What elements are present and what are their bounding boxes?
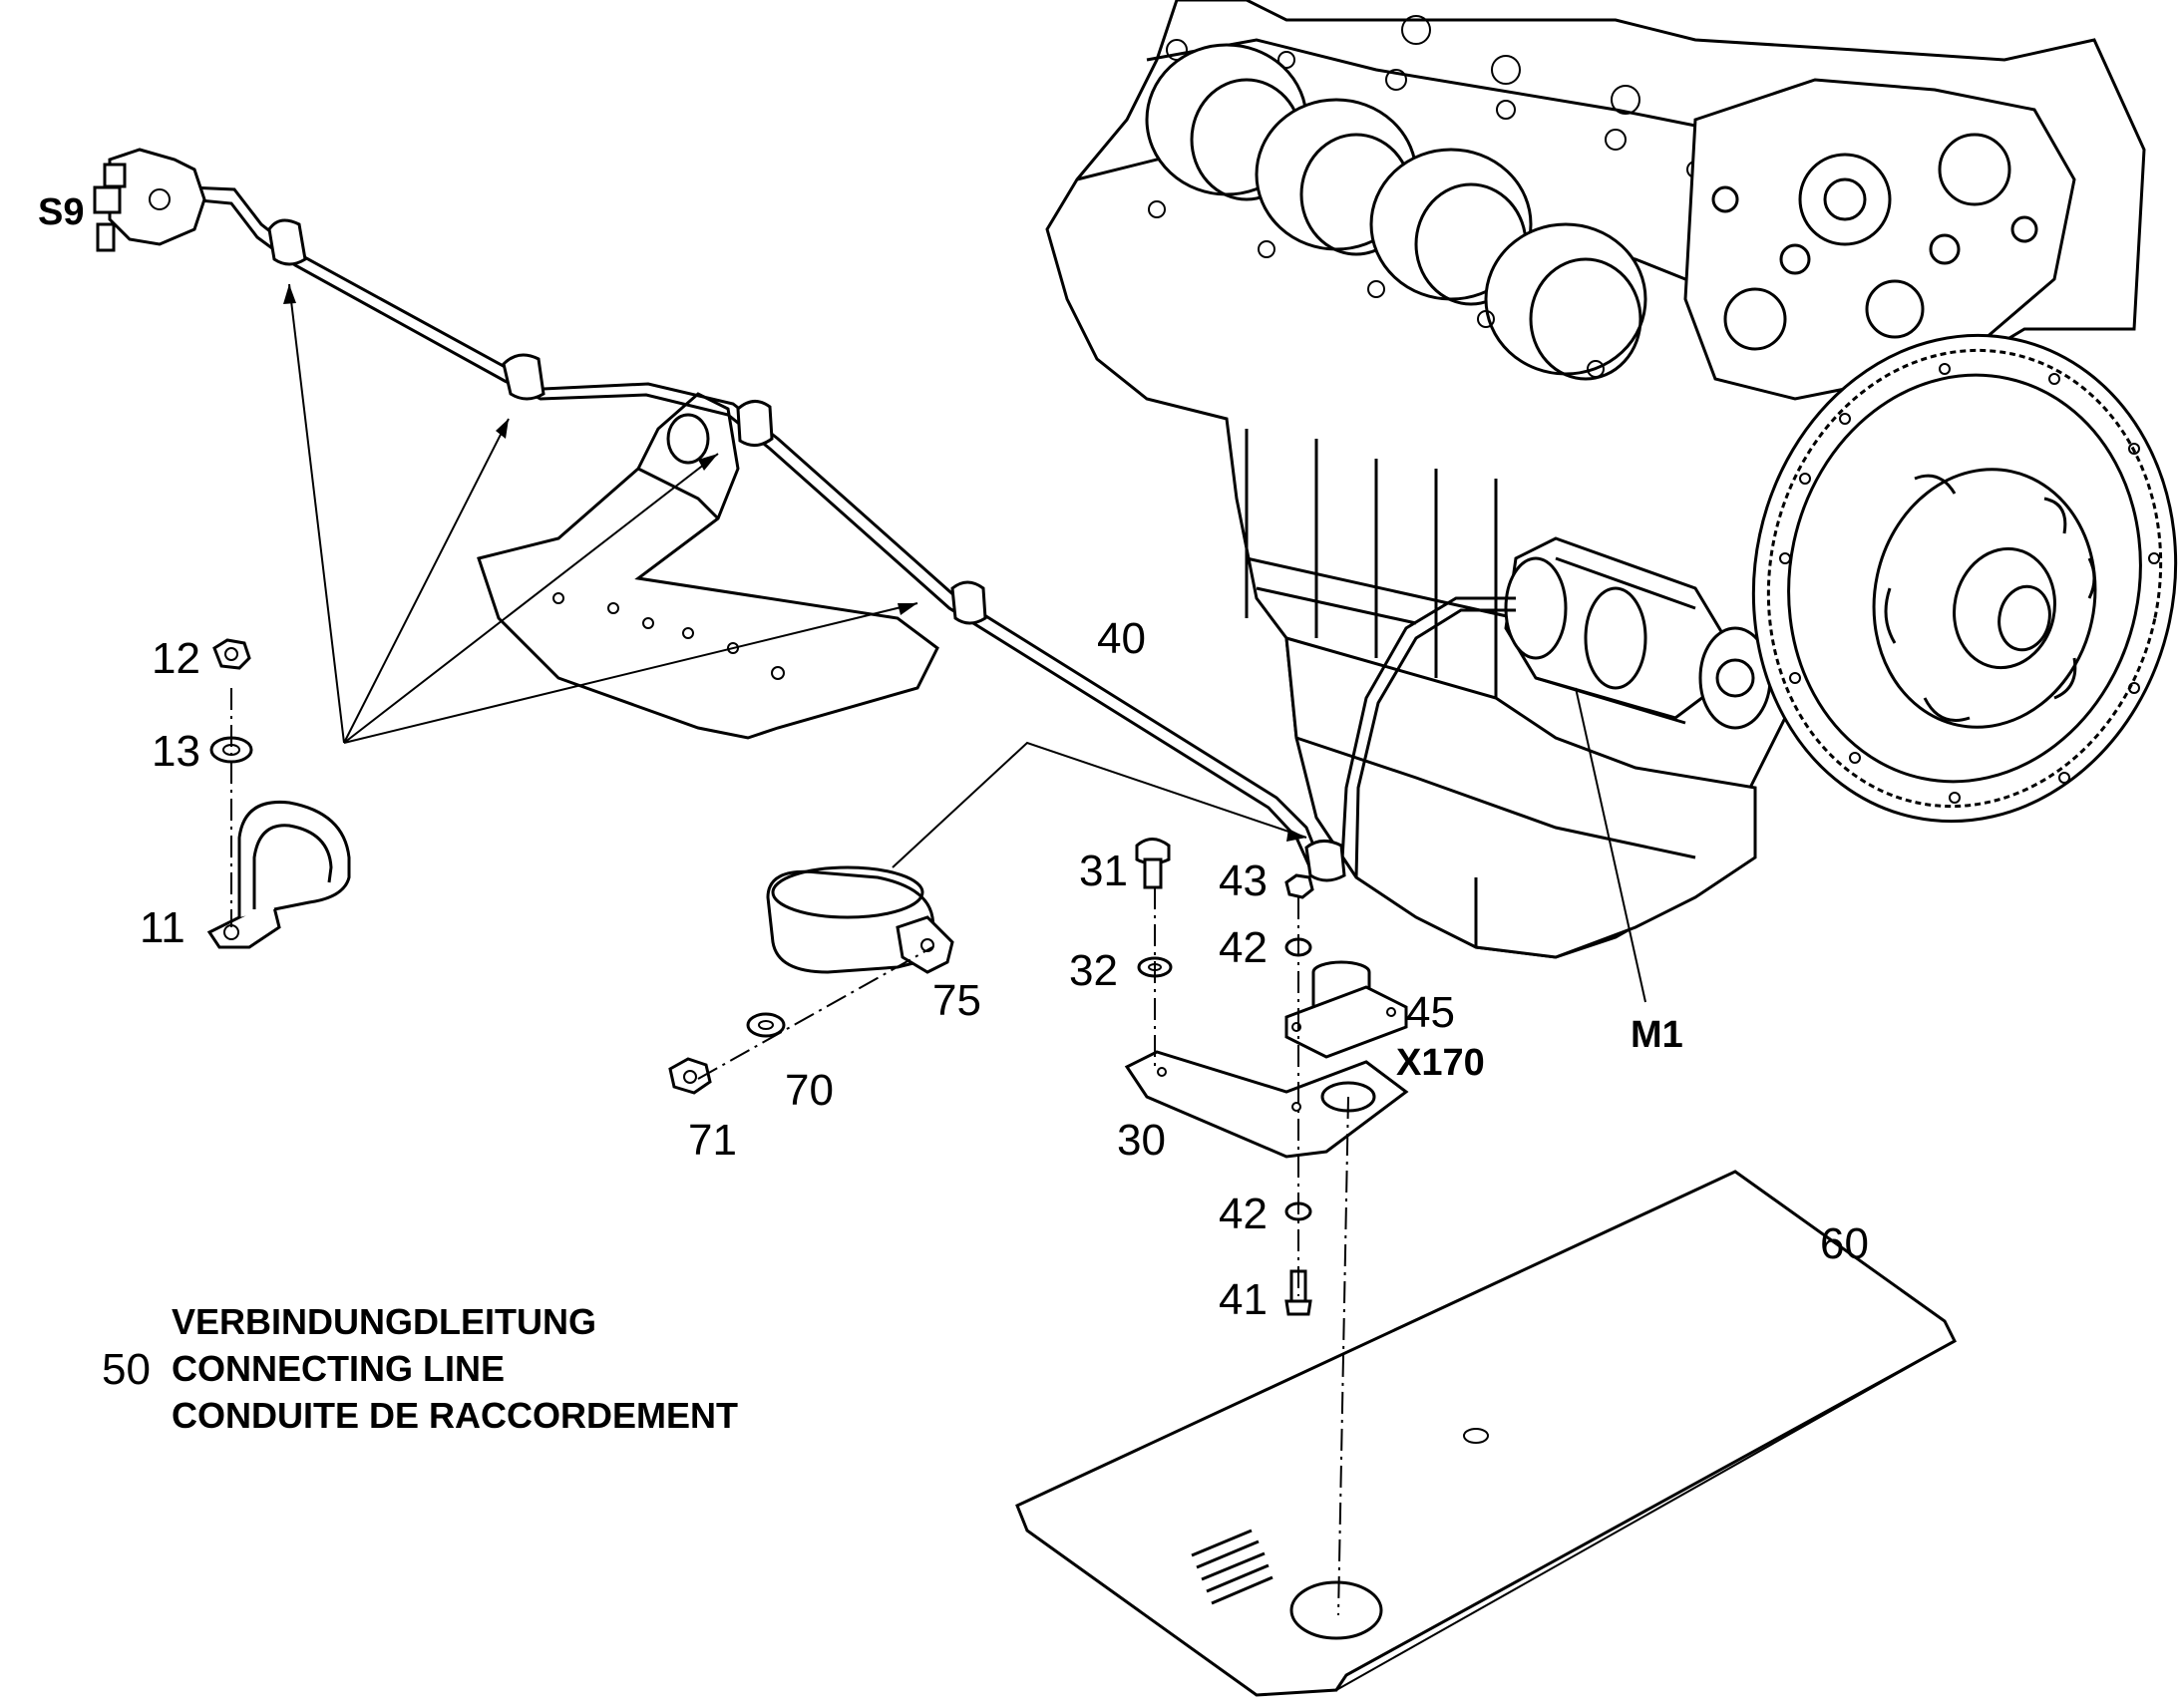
label-40: 40 xyxy=(1097,614,1146,663)
label-75: 75 xyxy=(932,976,981,1025)
nut-43 xyxy=(1284,873,1314,899)
leader-lines xyxy=(288,283,1646,1003)
clamp-75 xyxy=(766,865,954,974)
sensor-s9 xyxy=(93,148,206,252)
nut-71 xyxy=(668,1057,712,1095)
label-41: 41 xyxy=(1219,1275,1268,1324)
label-43: 43 xyxy=(1219,856,1268,905)
timing-housing xyxy=(1683,78,2076,401)
label-30: 30 xyxy=(1117,1116,1166,1165)
legend-line-en: CONNECTING LINE xyxy=(172,1348,505,1389)
label-12: 12 xyxy=(152,634,200,683)
label-m1: M1 xyxy=(1631,1014,1683,1056)
bolt-31 xyxy=(1135,838,1171,889)
assembly-axes xyxy=(230,688,1349,1616)
starter-motor xyxy=(1504,536,1772,730)
label-45: 45 xyxy=(1406,988,1455,1037)
legend: 50 VERBINDUNGDLEITUNG CONNECTING LINE CO… xyxy=(102,1301,738,1436)
connector-x170 xyxy=(1284,960,1408,1059)
label-11: 11 xyxy=(140,903,185,952)
flywheel xyxy=(1751,333,2178,824)
connecting-cable xyxy=(188,185,1516,878)
label-60: 60 xyxy=(1820,1219,1869,1268)
cover-plate-60 xyxy=(1015,1170,1957,1697)
label-70: 70 xyxy=(785,1066,834,1115)
clamp-11 xyxy=(206,800,351,949)
label-31: 31 xyxy=(1079,847,1128,895)
washer-70 xyxy=(746,1012,786,1038)
part-labels: S9 12 13 11 40 31 43 42 45 X170 M1 32 75… xyxy=(38,191,1869,1324)
crankcase-ribs xyxy=(1245,429,1517,698)
oil-pan xyxy=(1284,635,1757,959)
screw-41 xyxy=(1284,1269,1312,1316)
label-x170: X170 xyxy=(1396,1042,1485,1084)
engine-block xyxy=(1045,0,2178,959)
label-32: 32 xyxy=(1069,946,1118,995)
cable-clamps xyxy=(267,218,1346,882)
label-71: 71 xyxy=(688,1116,737,1165)
nut-12 xyxy=(212,638,251,670)
cylinder-bores xyxy=(1145,43,1647,381)
legend-line-de: VERBINDUNGDLEITUNG xyxy=(172,1301,596,1342)
engine-mount-bracket xyxy=(477,392,939,740)
legend-line-fr: CONDUITE DE RACCORDEMENT xyxy=(172,1395,738,1436)
arrowheads xyxy=(283,284,1306,842)
label-42-upper: 42 xyxy=(1219,923,1268,972)
legend-number: 50 xyxy=(102,1345,151,1394)
label-13: 13 xyxy=(152,727,200,776)
label-s9: S9 xyxy=(38,191,84,233)
bracket-30 xyxy=(1124,1050,1409,1159)
label-42-lower: 42 xyxy=(1219,1190,1268,1238)
